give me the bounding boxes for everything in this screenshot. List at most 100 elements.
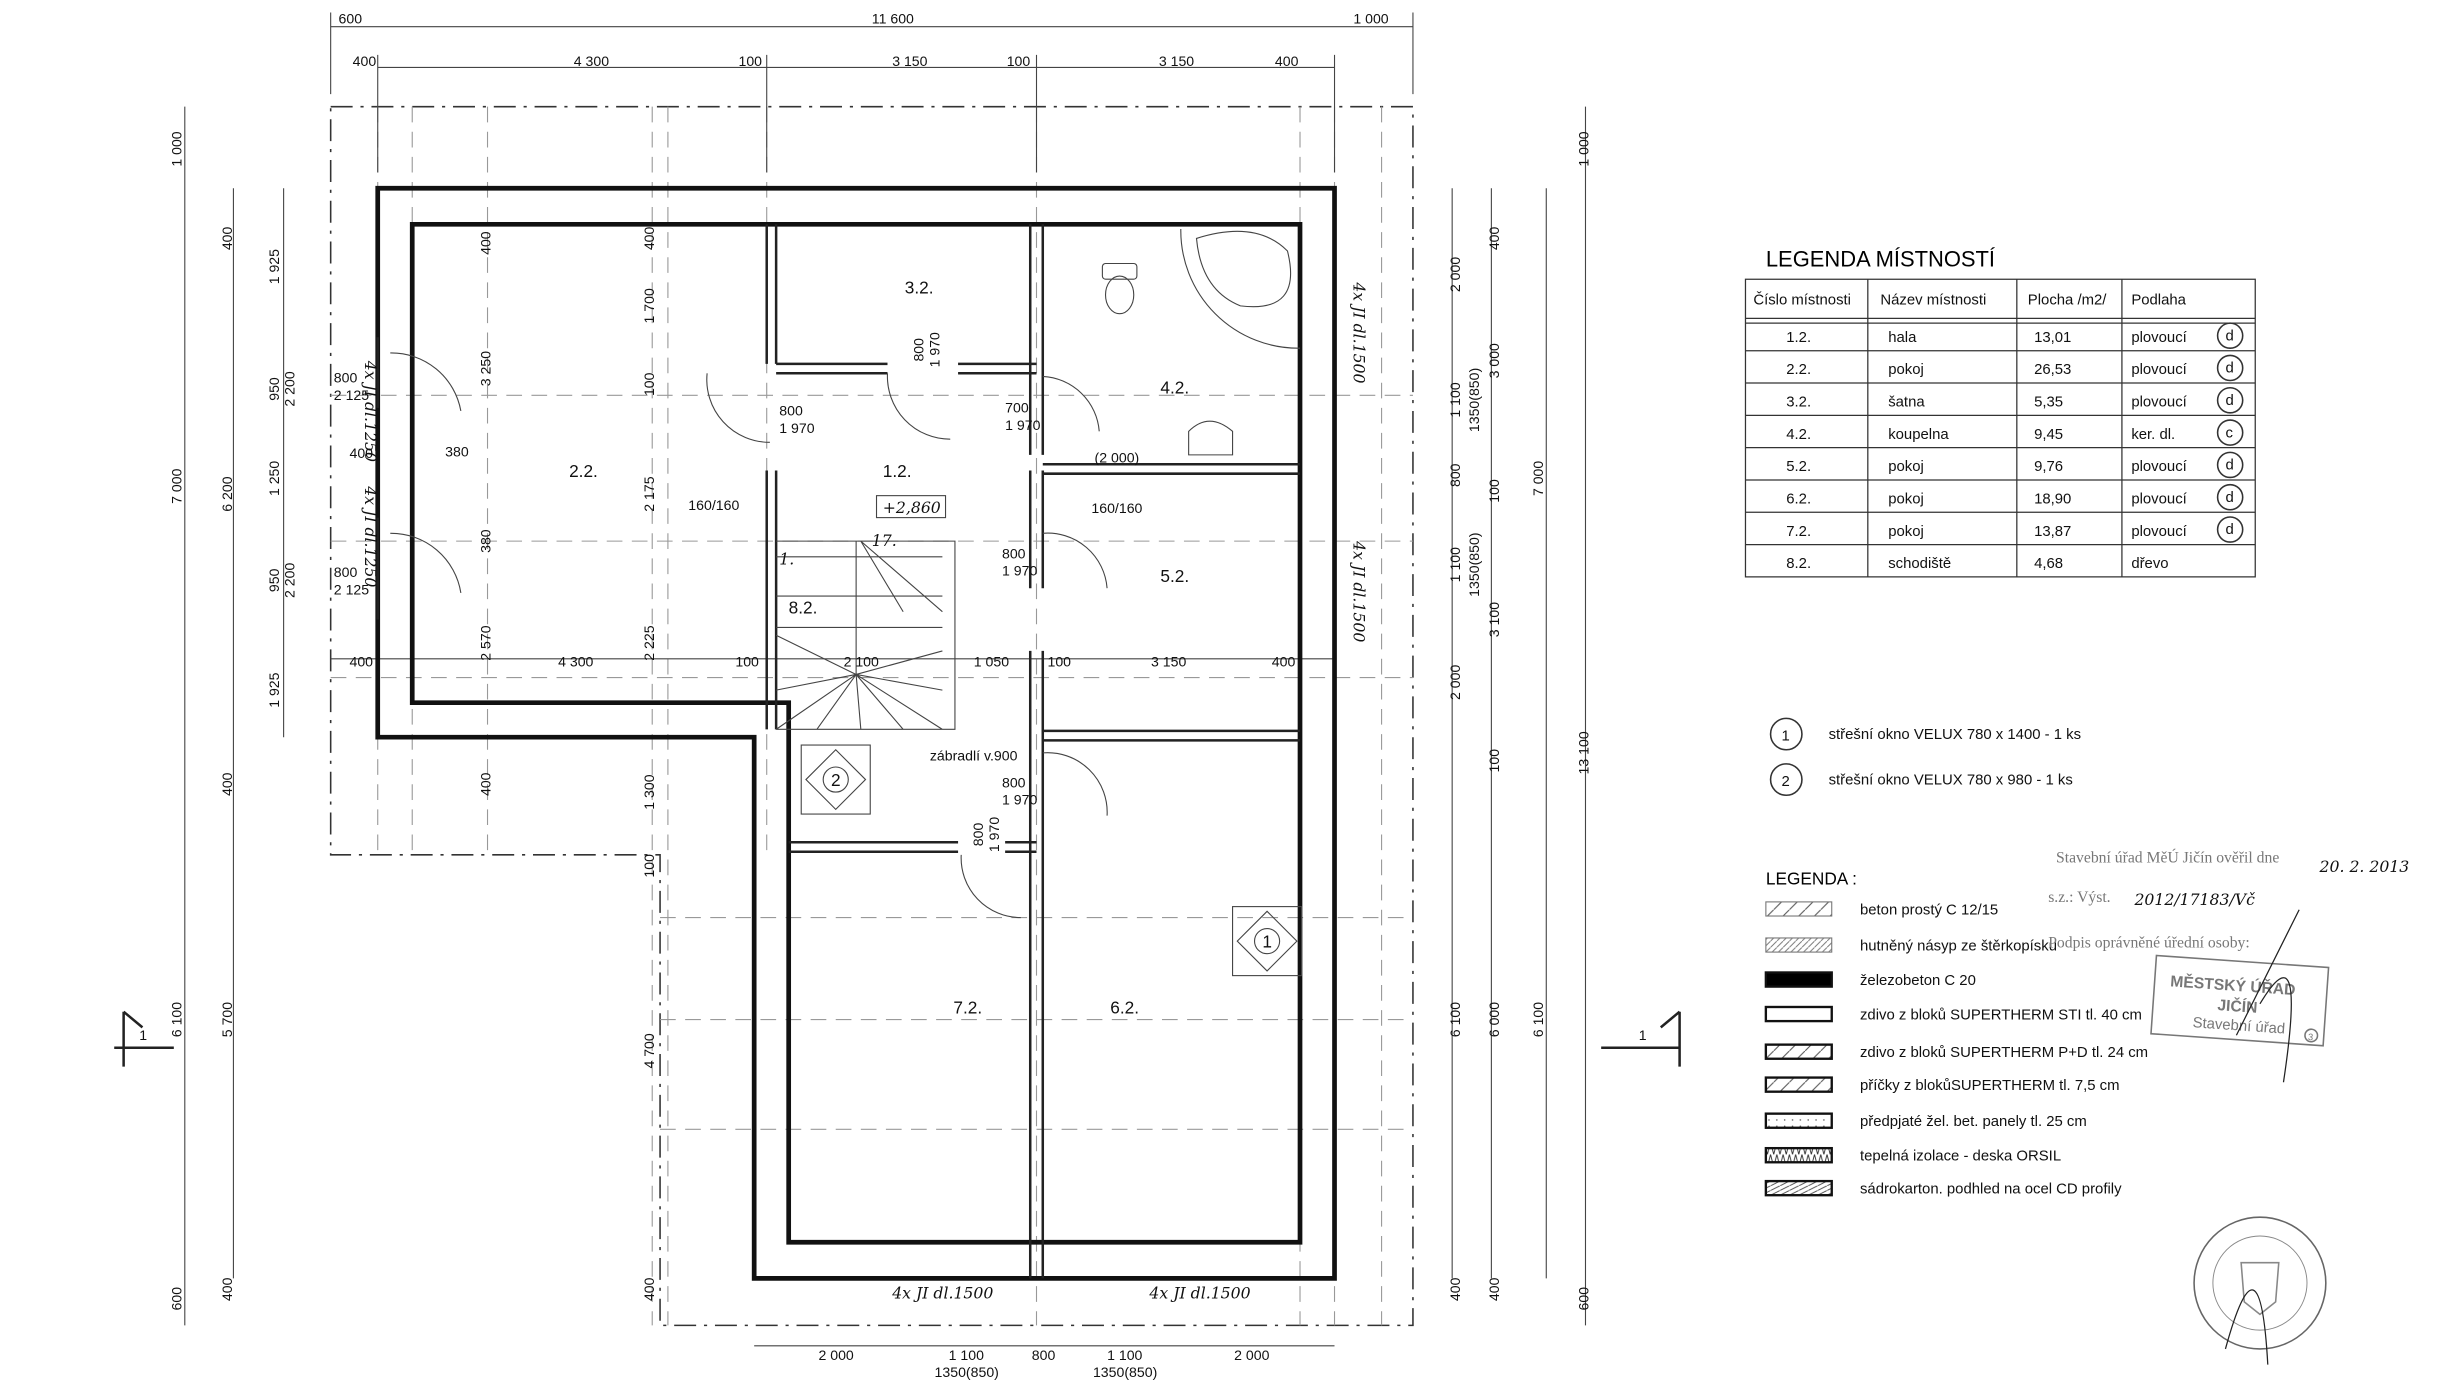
dimension-label: 400	[1447, 1277, 1463, 1301]
door-height: 1 970	[1002, 792, 1037, 808]
floor-type: plovoucí	[2131, 362, 2187, 378]
dimension-label: 100	[738, 53, 762, 69]
dimension-label: 400	[353, 53, 377, 69]
dimension-label: 1 925	[266, 672, 282, 707]
dimension-label: 1350(850)	[1093, 1364, 1157, 1380]
room-number: 5.2.	[1786, 459, 1811, 475]
dimension-label: 2 000	[818, 1347, 853, 1363]
floor-code: d	[2225, 393, 2233, 409]
dimension-label: 380	[478, 529, 494, 553]
toilet-tank-icon	[1101, 262, 1138, 280]
dimension-label: 380	[445, 443, 469, 459]
dimension-label: 1 925	[266, 249, 282, 284]
floor-code-circle	[2216, 483, 2244, 511]
room-name: schodiště	[1888, 556, 1951, 572]
grid-lines	[330, 106, 1413, 1326]
level-mark: +2,860	[883, 498, 941, 517]
rafter-note: 4x JI dl.1500	[1349, 540, 1368, 642]
dimension-label: 400	[641, 1277, 657, 1301]
dimension-label: 3 150	[892, 53, 927, 69]
door-width: 800	[779, 403, 803, 419]
room-name: pokoj	[1888, 362, 1924, 378]
dimension-label: 400	[349, 654, 373, 670]
floor-plan: 2 1 1 1 2.2. 3.2. 4.2. 1.2. 5.2. 8.2. 7.…	[114, 11, 1681, 1381]
bath-dimension: (2 000)	[1095, 450, 1140, 466]
room-name: pokoj	[1888, 459, 1924, 475]
window-number: 2	[1782, 774, 1790, 790]
dimension-label: 400	[1486, 226, 1502, 250]
dimension-label: 1 000	[169, 131, 185, 166]
room-area: 13,87	[2034, 524, 2071, 540]
vent-label-right: 160/160	[1091, 500, 1142, 516]
room-label-2-2: 2.2.	[569, 461, 598, 481]
floor-type: plovoucí	[2131, 524, 2187, 540]
legend-item: zdivo z bloků SUPERTHERM STI tl. 40 cm	[1860, 1008, 2142, 1024]
room-label-4-2: 4.2.	[1160, 378, 1189, 398]
dimension-label: 100	[641, 372, 657, 396]
legend-item: příčky z blokůSUPERTHERM tl. 7,5 cm	[1860, 1078, 2120, 1094]
dimension-label: 11 600	[872, 11, 914, 27]
room-number: 8.2.	[1786, 556, 1811, 572]
door-width: 800	[334, 564, 358, 580]
room-area: 26,53	[2034, 362, 2071, 378]
rafter-note: 4x JI dl.1500	[891, 1284, 993, 1303]
dimension-label: 6 000	[1486, 1002, 1502, 1037]
floor-code: d	[2225, 328, 2233, 344]
dimension-label: 3 250	[478, 351, 494, 386]
rafter-note: 4x JI dl.1500	[1349, 281, 1368, 383]
dimension-lines	[184, 12, 1587, 1347]
dimension-label: 6 200	[219, 476, 235, 511]
dimension-label: 1350(850)	[1466, 368, 1482, 432]
dimension-label: 2 100	[844, 654, 879, 670]
stair-last-step: 17.	[872, 531, 897, 550]
legend-item: tepelná izolace - deska ORSIL	[1860, 1149, 2061, 1165]
dimension-label: 1 100	[1107, 1347, 1142, 1363]
dimension-label: 400	[1272, 654, 1296, 670]
floor-code: c	[2225, 425, 2233, 441]
door-height: 2 125	[334, 387, 369, 403]
dimension-label: 100	[735, 654, 759, 670]
floor-code: d	[2225, 490, 2233, 506]
dimension-label: 2 225	[641, 625, 657, 660]
floor-code: d	[2225, 458, 2233, 474]
dimension-label: 400	[641, 226, 657, 250]
railing-note: zábradlí v.900	[930, 748, 1018, 764]
room-name: pokoj	[1888, 491, 1924, 507]
dimension-label: 400	[219, 1277, 235, 1301]
dimension-label: 3 100	[1486, 602, 1502, 637]
skylight-2-label: 2	[831, 770, 841, 790]
window-number-circle	[1769, 763, 1803, 797]
stamp-line-1: MĚSTSKÝ ÚŘAD	[2170, 971, 2296, 999]
window-description: střešní okno VELUX 780 x 1400 - 1 ks	[1829, 727, 2081, 743]
door-height: 1 970	[1005, 417, 1040, 433]
dimension-label: 6 100	[1530, 1002, 1546, 1037]
door-width: 800	[1002, 545, 1026, 561]
dimension-label: 400	[1275, 53, 1299, 69]
room-area: 9,76	[2034, 459, 2063, 475]
dimension-label: 100	[1486, 479, 1502, 503]
section-markers	[114, 1010, 1681, 1067]
dimension-label: 5 700	[219, 1002, 235, 1037]
room-name: šatna	[1888, 395, 1925, 411]
dimension-label: 400	[219, 226, 235, 250]
dimension-label: 7 000	[169, 468, 185, 503]
room-area: 4,68	[2034, 556, 2063, 572]
dimension-label: 1 300	[641, 774, 657, 809]
dimension-label: 100	[1007, 53, 1031, 69]
floor-type: plovoucí	[2131, 459, 2187, 475]
approval-date: 20. 2. 2013	[2319, 857, 2410, 876]
dimension-label: 2 200	[282, 563, 298, 598]
dimension-label: 600	[1576, 1287, 1592, 1311]
door-height: 1 970	[926, 332, 942, 367]
dimension-label: 6 100	[1447, 1002, 1463, 1037]
skylight-1	[1232, 906, 1303, 977]
table-header: Podlaha	[2131, 292, 2186, 308]
skylight-1-frame	[1236, 910, 1298, 972]
floor-code-circle	[2216, 516, 2244, 543]
legend-swatch	[1765, 937, 1833, 953]
signature	[2235, 909, 2300, 1083]
floor-code-circle	[2216, 419, 2244, 446]
